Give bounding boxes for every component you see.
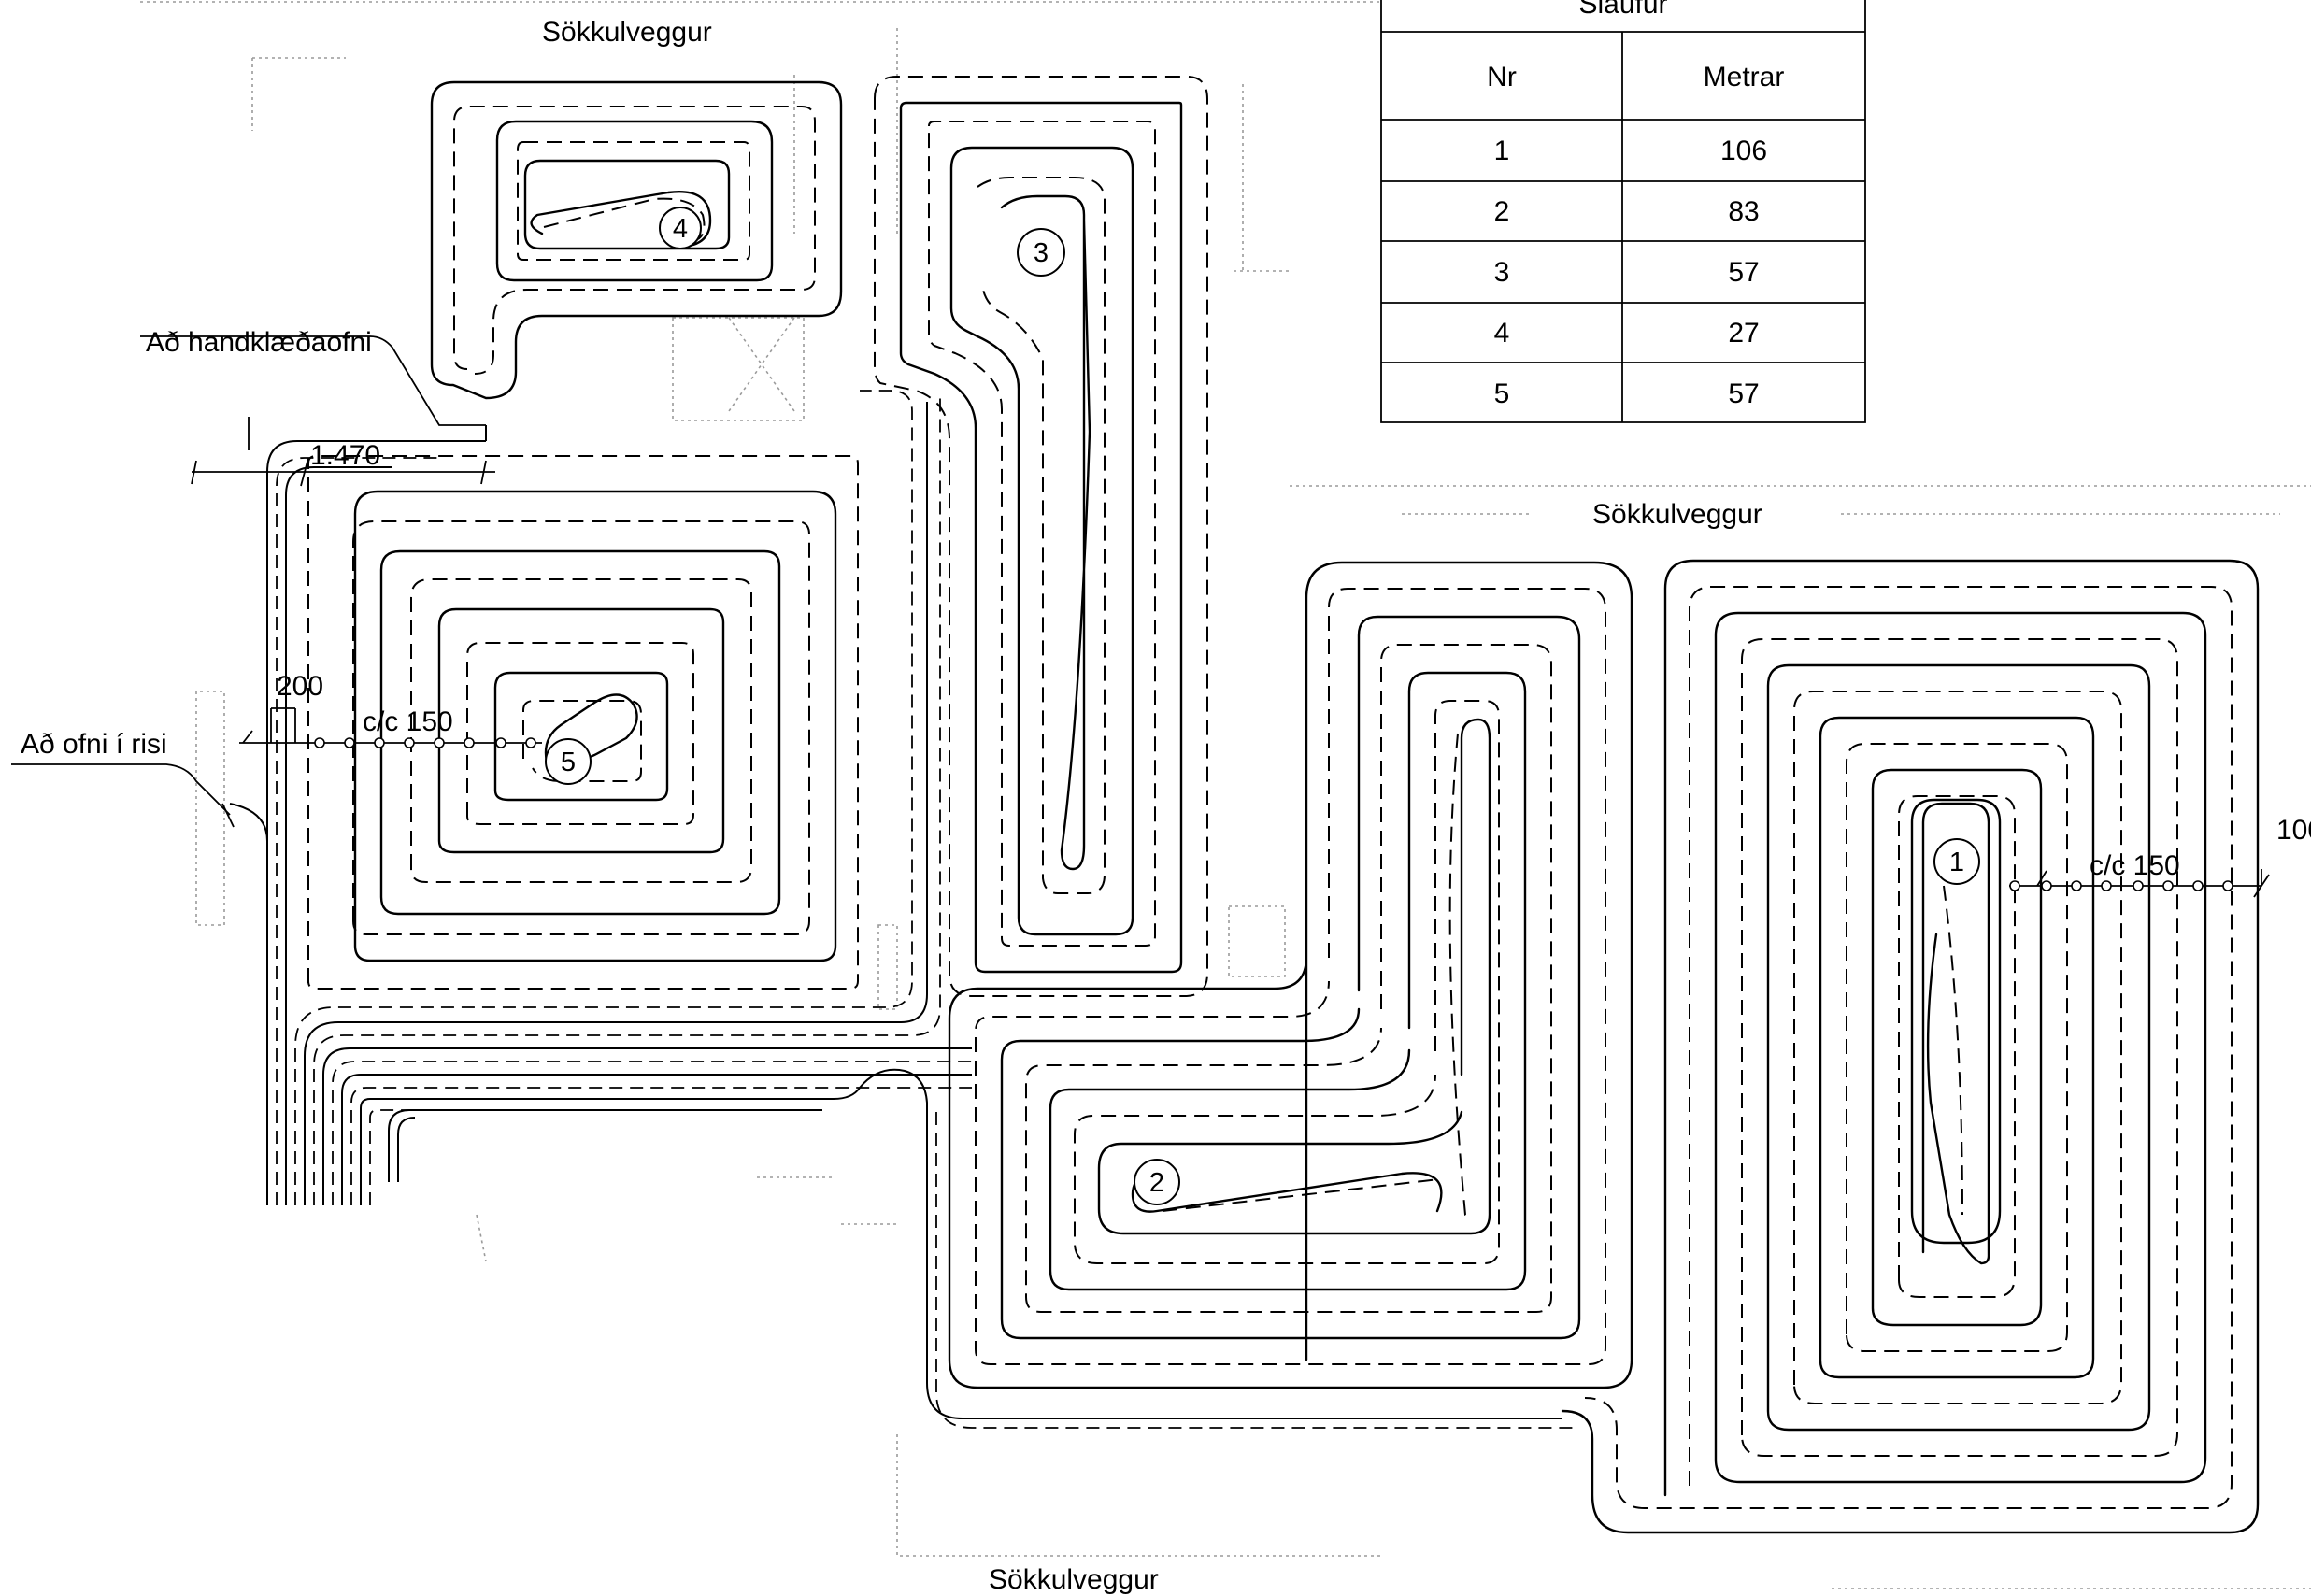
table-cell-nr: 1 <box>1494 135 1510 166</box>
wall-label-top: Sökkulveggur <box>542 17 712 48</box>
attic-radiator-label: Að ofni í risi <box>21 729 167 760</box>
table-cell-metrar: 106 <box>1720 135 1767 166</box>
heating-loop-3 <box>874 76 1208 997</box>
loop-marker-1: 1 <box>1933 838 1980 885</box>
table-cell-metrar: 57 <box>1728 257 1759 288</box>
heating-loop-1 <box>1561 559 2260 1534</box>
heating-loop-4 <box>430 80 843 400</box>
manifold-feed-lines <box>229 390 1579 1429</box>
table-cell-nr: 3 <box>1494 257 1510 288</box>
dimension-spacing-right: c/c 150 <box>2090 850 2180 881</box>
loop-marker-3-label: 3 <box>1034 238 1049 268</box>
wall-label-bottom: Sökkulveggur <box>989 1564 1159 1595</box>
table-cell-metrar: 57 <box>1728 378 1759 409</box>
loop-length-table: Slaufur Nr Metrar 1 106 2 83 3 57 4 27 5… <box>1380 0 1866 423</box>
table-cell-metrar: 83 <box>1728 196 1759 227</box>
loop-marker-5-label: 5 <box>561 748 576 777</box>
loop-marker-2-label: 2 <box>1149 1168 1164 1198</box>
heating-loop-5 <box>307 455 859 990</box>
table-header-nr: Nr <box>1487 62 1517 93</box>
table-cell-nr: 2 <box>1494 196 1510 227</box>
dimension-spacing-left: c/c 150 <box>363 706 453 737</box>
table-cell-nr: 4 <box>1494 318 1510 349</box>
towel-rail-label: Að handklæðaofni <box>146 327 372 358</box>
loop-marker-4: 4 <box>659 207 702 249</box>
wall-label-middle: Sökkulveggur <box>1592 499 1762 530</box>
loop-marker-1-label: 1 <box>1949 848 1964 877</box>
table-cell-metrar: 27 <box>1728 318 1759 349</box>
loop-marker-3: 3 <box>1017 228 1065 277</box>
dimension-edge-right: 100 <box>2276 815 2311 846</box>
heating-loop-2 <box>948 561 1633 1389</box>
loop-marker-4-label: 4 <box>673 214 688 244</box>
dimension-lines <box>11 335 2270 898</box>
dimension-edge-left: 200 <box>277 671 323 702</box>
table-cell-nr: 5 <box>1494 378 1510 409</box>
table-title: Slaufur <box>1578 0 1667 20</box>
manifold-valve-dots <box>314 737 2233 891</box>
loop-marker-5: 5 <box>545 738 592 785</box>
table-header-metrar: Metrar <box>1704 62 1785 93</box>
loop-marker-2: 2 <box>1134 1159 1180 1205</box>
dimension-length: 1.470 <box>310 440 380 471</box>
wall-outlines <box>140 1 2311 1589</box>
